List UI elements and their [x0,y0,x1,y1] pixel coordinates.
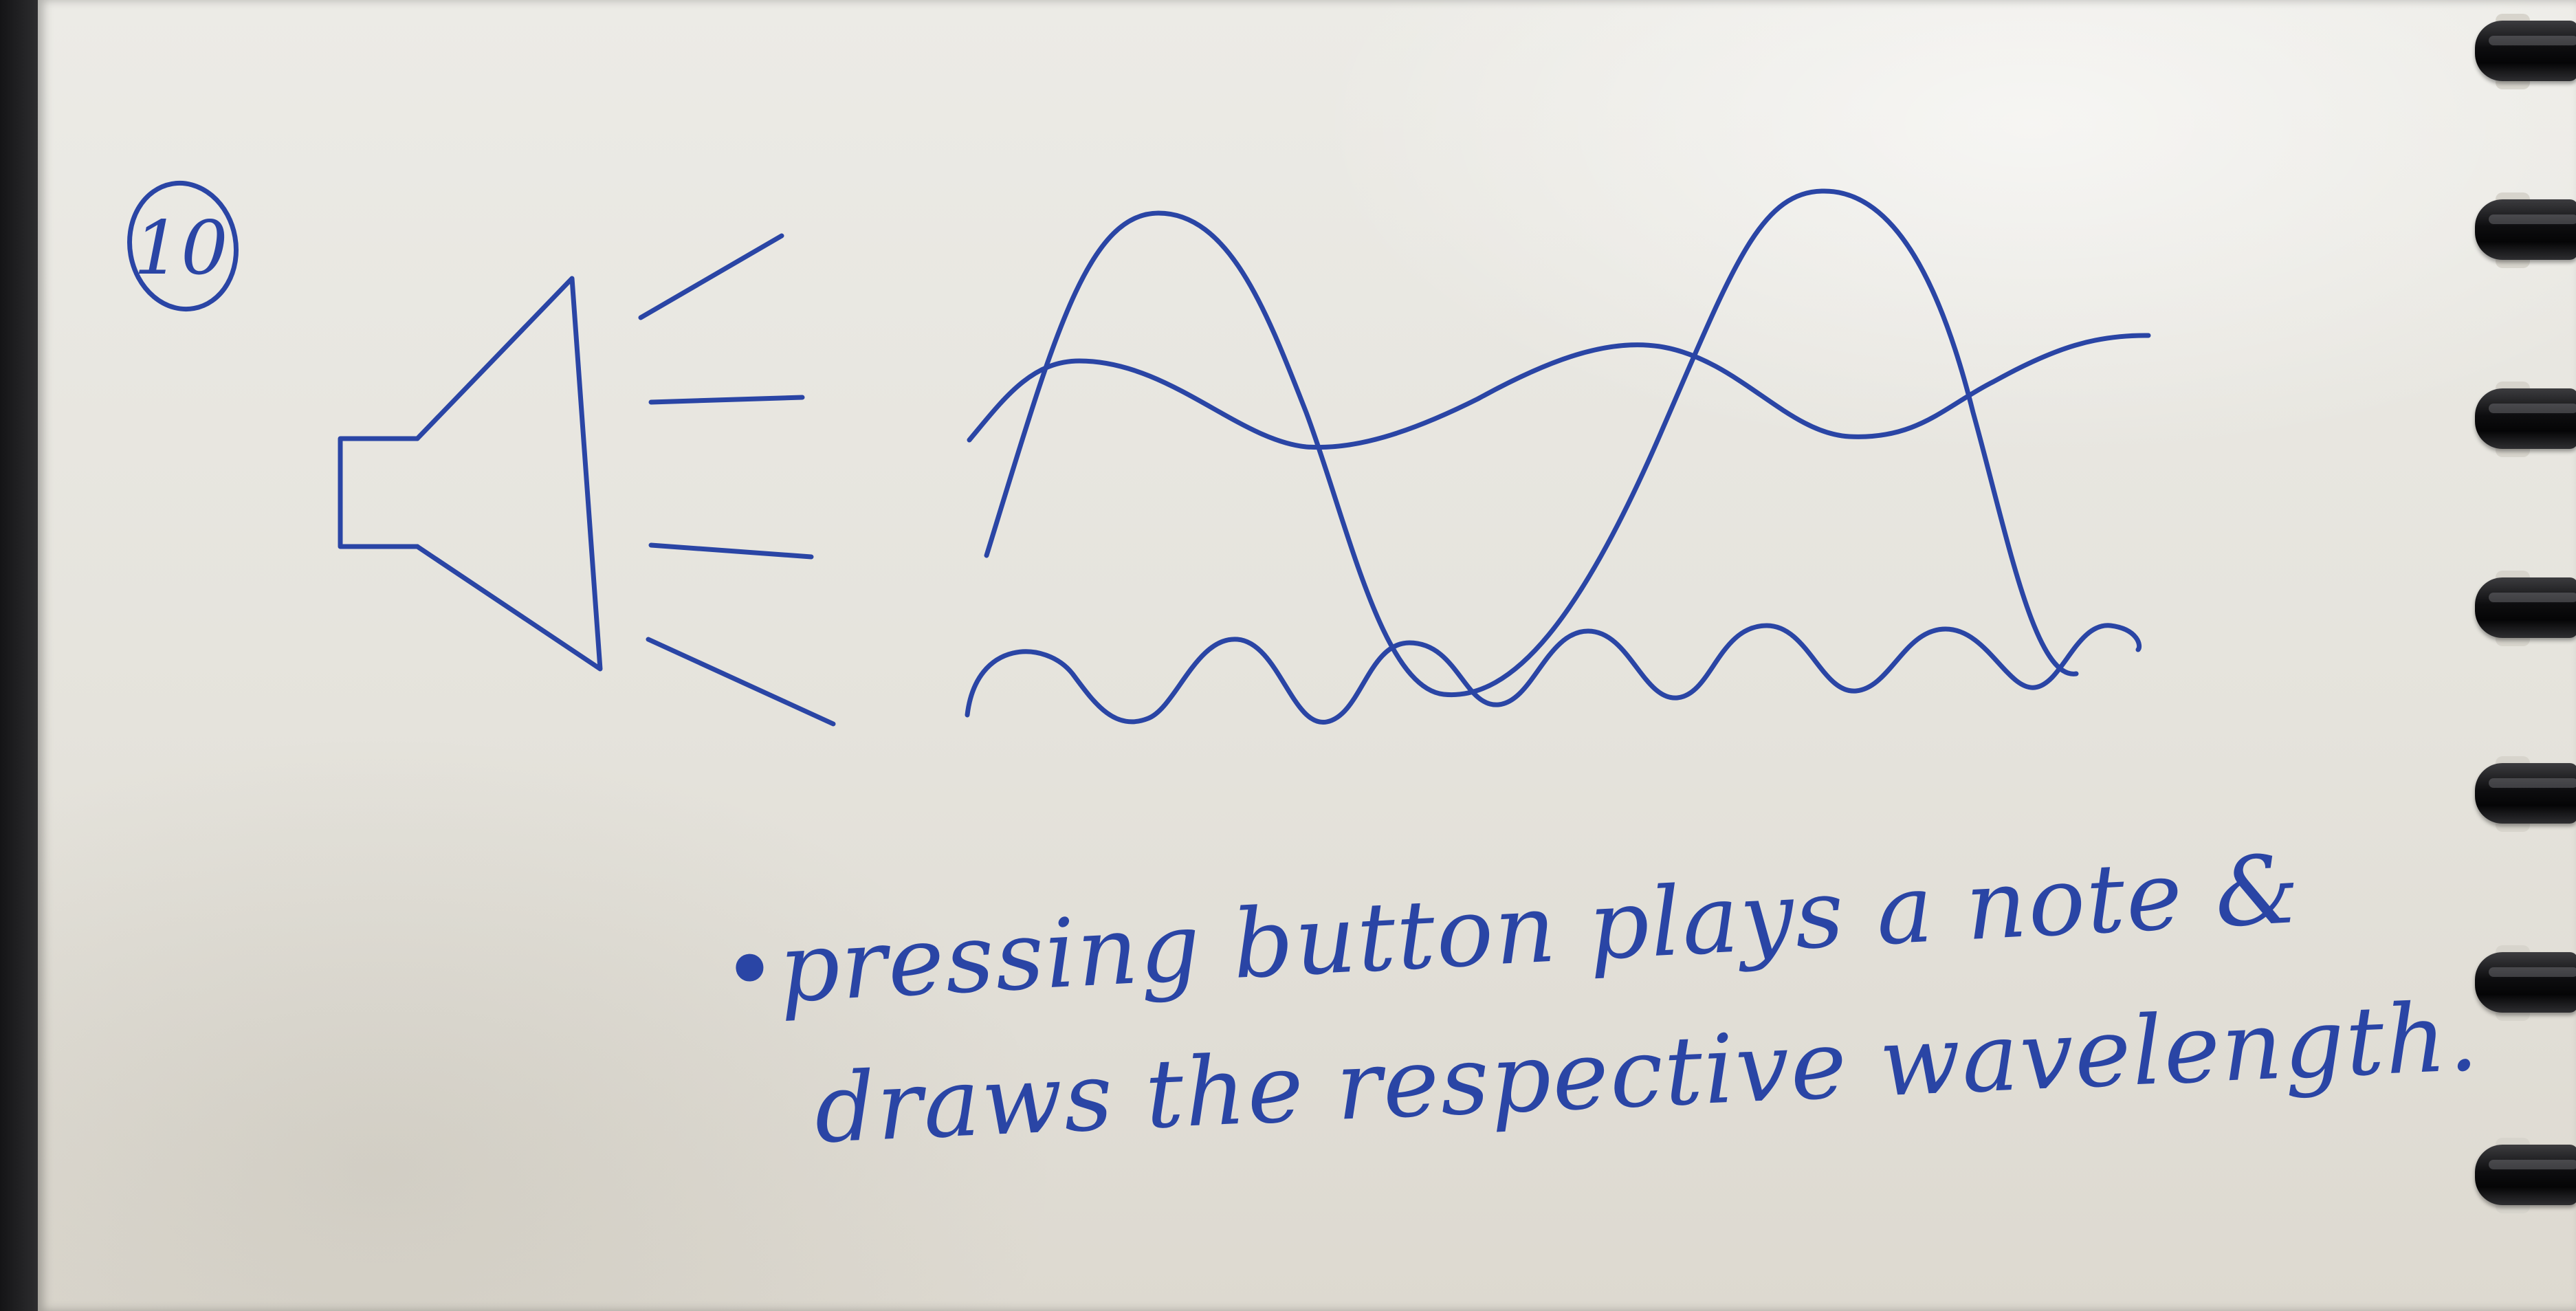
page-number-circle [127,180,239,312]
page-number-badge: 10 [127,180,239,312]
page-number: 10 [133,206,228,291]
high-amplitude-wave [984,188,2079,698]
sound-lines-icon [638,233,836,727]
binding-ring [2475,1145,2576,1205]
medium-wave [967,333,2151,450]
speaker-icon [338,276,603,672]
notebook-page [38,0,2576,1311]
high-frequency-wave [965,623,2142,725]
binding-ring [2475,388,2576,449]
binding-ring [2475,952,2576,1013]
binding-ring [2475,577,2576,638]
binding-ring [2475,199,2576,260]
binding-ring [2475,763,2576,824]
binding-ring [2475,21,2576,81]
